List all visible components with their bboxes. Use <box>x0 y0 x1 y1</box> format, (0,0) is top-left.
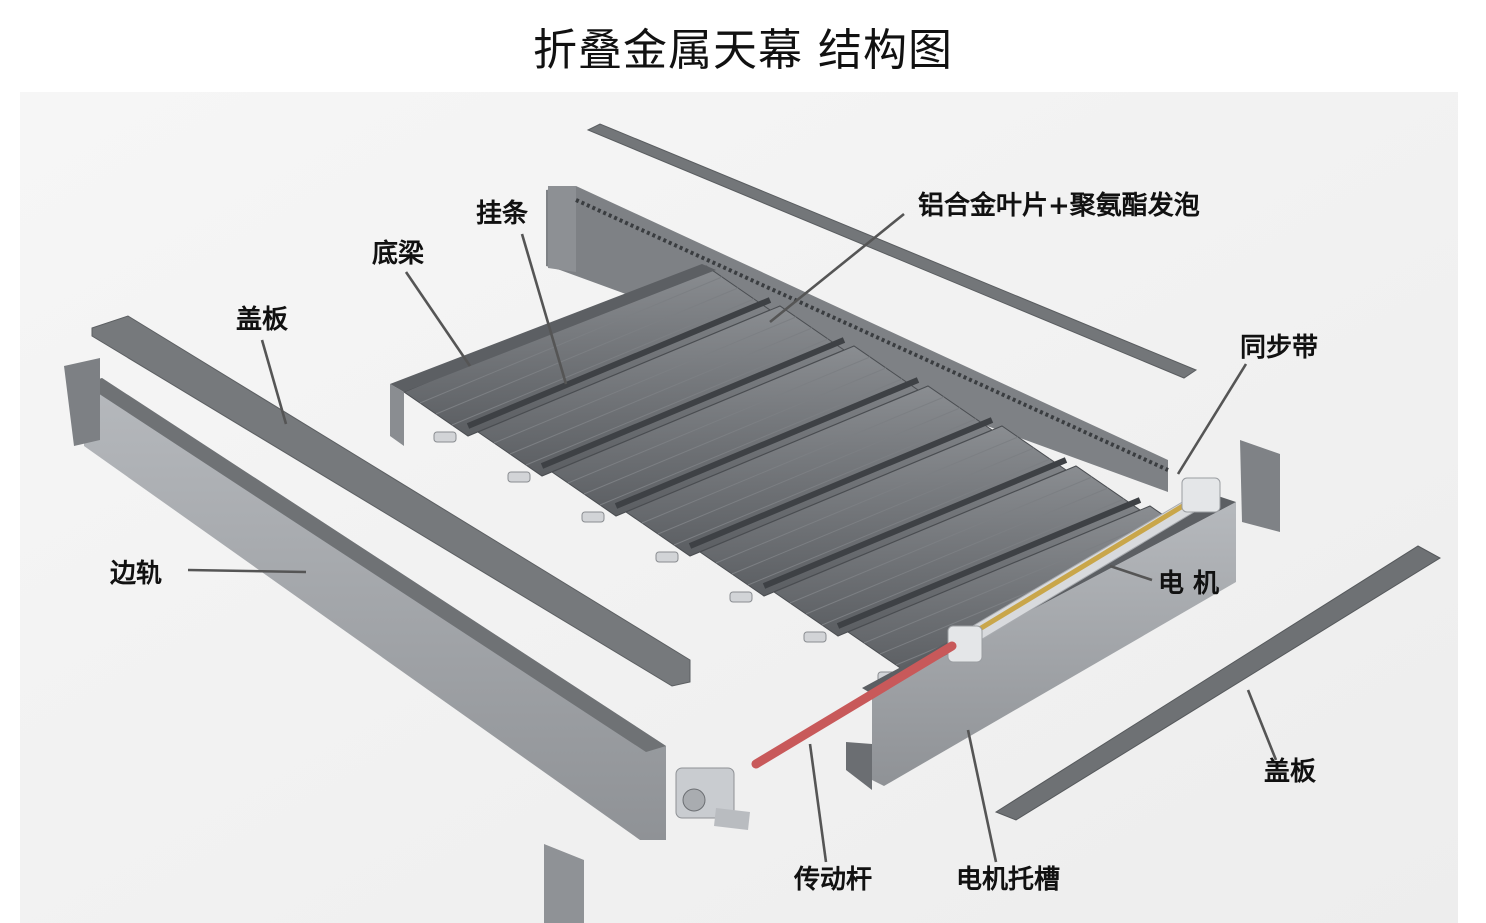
blade-seam <box>583 367 887 495</box>
bottom-beam <box>390 264 716 392</box>
blade-ridge <box>688 417 994 549</box>
label-cover-plate-left: 盖板 <box>236 304 288 335</box>
motor-gold-shaft <box>966 495 1198 639</box>
end-plate-right <box>1240 440 1280 532</box>
blade-seam <box>567 356 871 484</box>
blade-seam <box>641 396 945 524</box>
blade-seam <box>525 338 829 466</box>
blade-seam <box>419 276 723 404</box>
blade-hinge <box>507 471 531 483</box>
blade-ridge <box>540 337 846 469</box>
label-hanging-strip: 挂条 <box>476 199 529 229</box>
end-plate-bottom <box>544 844 584 923</box>
blade-hinge <box>581 511 605 523</box>
side-rail-left-endcap <box>64 358 100 446</box>
blade-ridge <box>466 297 772 429</box>
cover-plate-top <box>586 123 1198 379</box>
blade-seam <box>863 516 1167 644</box>
motor-end-cap-right <box>1181 477 1221 513</box>
blade-seam <box>821 498 1125 626</box>
label-side-rail: 边轨 <box>110 559 162 589</box>
drive-rod <box>751 641 957 769</box>
blade-seam <box>747 458 1051 586</box>
gearbox-left-hub <box>682 788 706 812</box>
blade-hinge <box>655 551 679 563</box>
blade-hinge <box>803 631 827 643</box>
side-rail-left-top <box>84 378 666 752</box>
label-motor: 电 机 <box>1158 569 1219 599</box>
blade-seam <box>673 418 977 546</box>
label-timing-belt: 同步带 <box>1240 332 1318 363</box>
back-rail <box>546 186 1168 492</box>
blade-seam <box>435 287 739 415</box>
blade-seam <box>451 298 755 426</box>
label-blade: 铝合金叶片+聚氨酯发泡 <box>918 190 1200 221</box>
blade-ridge <box>762 457 1068 589</box>
label-cover-plate-right: 盖板 <box>1264 756 1316 787</box>
page-title: 折叠金属天幕 结构图 <box>533 25 953 76</box>
label-motor-tray: 电机托槽 <box>956 865 1060 895</box>
blade-seam <box>599 378 903 506</box>
blade-seam <box>789 476 1093 604</box>
blade-seam <box>805 487 1109 615</box>
motor-tray-end <box>846 742 872 790</box>
blade-hinge <box>433 431 457 443</box>
motor-tray <box>872 502 1236 786</box>
blade-seam <box>715 436 1019 564</box>
bracket-left <box>714 808 750 830</box>
label-drive-rod: 传动杆 <box>793 865 872 895</box>
cover-plate-left <box>91 315 691 687</box>
label-bottom-beam: 底梁 <box>372 238 424 269</box>
blade-ridge <box>836 497 1142 629</box>
back-rail-front-face <box>548 186 576 272</box>
cover-plate-right <box>994 545 1441 821</box>
blade-seam <box>657 407 961 535</box>
blade-seam <box>509 327 813 455</box>
blade-ridge <box>614 377 920 509</box>
blade-seam <box>731 447 1035 575</box>
side-rail-left <box>84 378 666 840</box>
blade-seam <box>493 316 797 444</box>
leader-lines <box>187 212 1278 863</box>
bottom-beam-face <box>390 384 404 446</box>
blade-hinge <box>729 591 753 603</box>
